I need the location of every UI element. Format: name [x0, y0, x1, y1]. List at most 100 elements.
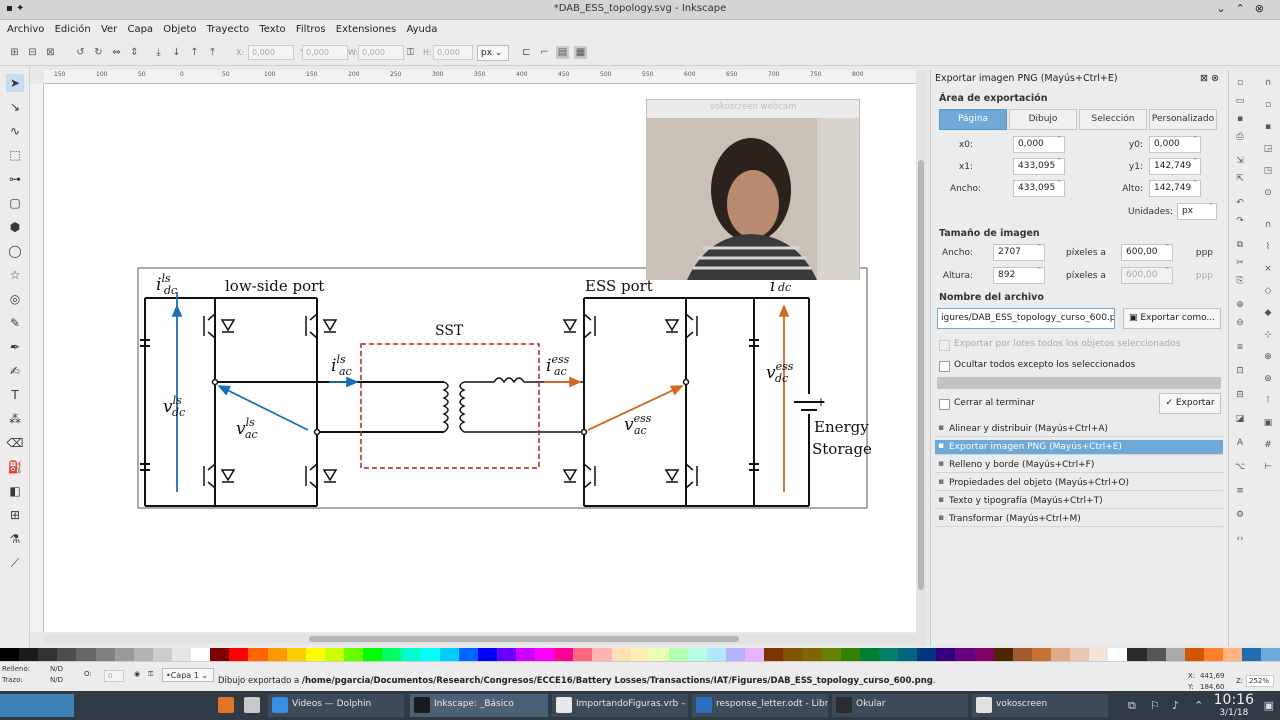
xml-editor-icon[interactable]: ⌥ — [1234, 462, 1246, 472]
menu-archivo[interactable]: Archivo — [7, 24, 45, 35]
tab-personalizado[interactable]: Personalizado — [1149, 109, 1217, 130]
snap-corners-icon[interactable]: ◲ — [1263, 144, 1273, 154]
palette-swatch[interactable] — [1070, 648, 1090, 661]
palette-swatch[interactable] — [248, 648, 268, 661]
x1-input[interactable]: 433,095 — [1013, 157, 1065, 175]
palette-swatch[interactable] — [324, 648, 344, 661]
drawing-canvas[interactable]: low-side port ESS port SST Energy Storag… — [44, 84, 916, 632]
paste-icon[interactable]: ⎘ — [1236, 276, 1244, 286]
horizontal-scroll-thumb[interactable] — [309, 636, 739, 642]
palette-swatch[interactable] — [1108, 648, 1128, 661]
palette-swatch[interactable] — [152, 648, 172, 661]
palette-swatch[interactable] — [783, 648, 803, 661]
select-all-layers-icon[interactable]: ⊟ — [28, 47, 37, 58]
palette-swatch[interactable] — [171, 648, 192, 661]
palette-swatch[interactable] — [707, 648, 727, 661]
palette-swatch[interactable] — [1051, 648, 1071, 661]
text-tool-icon[interactable]: T — [11, 388, 19, 402]
lower-bottom-icon[interactable]: ⤓ — [156, 47, 161, 58]
lower-icon[interactable]: ↓ — [172, 47, 181, 58]
menu-texto[interactable]: Texto — [259, 24, 286, 35]
scale-stroke-icon[interactable]: ⊏ — [522, 47, 531, 58]
palette-swatch[interactable] — [649, 648, 669, 661]
menu-capa[interactable]: Capa — [127, 24, 154, 35]
pen-tool-icon[interactable]: ✒ — [9, 340, 21, 354]
print-icon[interactable]: ⎙ — [1236, 132, 1244, 142]
palette-swatch[interactable] — [210, 648, 230, 661]
show-desktop-icon[interactable]: ▣ — [1263, 699, 1274, 712]
menu-objeto[interactable]: Objeto — [163, 24, 197, 35]
task-importando[interactable]: ImportandoFiguras.vrb – ... — [552, 694, 688, 717]
measure-tool-icon[interactable]: ⊶ — [9, 172, 21, 186]
palette-swatch[interactable] — [343, 648, 364, 661]
color-palette[interactable] — [0, 648, 1280, 661]
pencil-tool-icon[interactable]: ✎ — [9, 316, 21, 330]
snap-guide-icon[interactable]: ⊢ — [1264, 462, 1272, 472]
minimize-icon[interactable]: ⌄ — [1216, 2, 1236, 15]
palette-swatch[interactable] — [821, 648, 841, 661]
eraser-tool-icon[interactable]: ⌫ — [6, 436, 24, 450]
palette-swatch[interactable] — [917, 648, 937, 661]
layer-toggle-icon[interactable]: ◉ — [134, 670, 141, 678]
snap-grid-icon[interactable]: # — [1264, 440, 1272, 450]
x0-input[interactable]: 0,000 — [1013, 135, 1065, 153]
palette-swatch[interactable] — [974, 648, 994, 661]
palette-swatch[interactable] — [477, 648, 497, 661]
ungroup-icon[interactable]: ⊟ — [1236, 390, 1244, 400]
palette-swatch[interactable] — [76, 648, 96, 661]
import-icon[interactable]: ⇲ — [1236, 156, 1244, 166]
select-all-icon[interactable]: ⊞ — [10, 47, 19, 58]
panel-transform[interactable]: Transformar (Mayús+Ctrl+M) — [935, 512, 1223, 527]
ancho-input[interactable]: 433,095 — [1013, 179, 1065, 197]
export-icon[interactable]: ⇱ — [1236, 174, 1244, 184]
close-icon[interactable]: ⊗ — [1254, 2, 1274, 15]
copy-icon[interactable]: ⧉ — [1236, 240, 1244, 250]
palette-swatch[interactable] — [305, 648, 325, 661]
bucket-tool-icon[interactable]: ⛽ — [7, 460, 23, 474]
launcher-matlab-icon[interactable] — [218, 697, 234, 713]
layer-lock-icon[interactable]: ⚿ — [148, 670, 154, 678]
img-height-input[interactable]: 892 — [993, 266, 1045, 284]
palette-swatch[interactable] — [898, 648, 918, 661]
palette-swatch[interactable] — [1203, 648, 1223, 661]
move-patterns-icon[interactable]: ▦ — [574, 46, 587, 59]
panel-align[interactable]: Alinear y distribuir (Mayús+Ctrl+A) — [935, 422, 1223, 437]
img-width-input[interactable]: 2707 — [993, 243, 1045, 261]
palette-swatch[interactable] — [1223, 648, 1243, 661]
zoom-selection-icon[interactable]: ⊕ — [1236, 300, 1244, 310]
task-libreoffice[interactable]: response_letter.odt - Libr... — [692, 694, 828, 717]
palette-swatch[interactable] — [535, 648, 555, 661]
ellipse-tool-icon[interactable]: ◯ — [8, 244, 22, 258]
palette-swatch[interactable] — [1012, 648, 1032, 661]
palette-swatch[interactable] — [382, 648, 402, 661]
preferences-icon[interactable]: ⚙ — [1235, 510, 1245, 520]
scale-corners-icon[interactable]: ⌐ — [540, 47, 549, 58]
hide-all-checkbox[interactable] — [939, 361, 950, 372]
palette-swatch[interactable] — [191, 648, 211, 661]
circuit-diagram[interactable]: low-side port ESS port SST Energy Storag… — [44, 84, 916, 632]
panel-object-properties[interactable]: Propiedades del objeto (Mayús+Ctrl+O) — [935, 476, 1223, 491]
save-icon[interactable]: ▪ — [1236, 114, 1244, 124]
palette-swatch[interactable] — [687, 648, 708, 661]
palette-swatch[interactable] — [286, 648, 306, 661]
align-icon[interactable]: ≡ — [1236, 486, 1244, 496]
palette-swatch[interactable] — [496, 648, 516, 661]
palette-swatch[interactable] — [1261, 648, 1280, 661]
vertical-scroll-thumb[interactable] — [918, 160, 924, 590]
menu-ayuda[interactable]: Ayuda — [406, 24, 438, 35]
move-gradients-icon[interactable]: ▤ — [556, 46, 569, 59]
deselect-icon[interactable]: ⊠ — [46, 47, 55, 58]
node-tool-icon[interactable]: ↘ — [9, 100, 21, 114]
alto-input[interactable]: 142,749 — [1149, 179, 1201, 197]
3dbox-tool-icon[interactable]: ⬢ — [9, 220, 21, 234]
y0-input[interactable]: 0,000 — [1149, 135, 1201, 153]
menu-edicion[interactable]: Edición — [54, 24, 91, 35]
palette-swatch[interactable] — [420, 648, 440, 661]
palette-swatch[interactable] — [936, 648, 956, 661]
palette-swatch[interactable] — [592, 648, 612, 661]
snap-object-centers-icon[interactable]: ⊕ — [1264, 352, 1272, 362]
palette-swatch[interactable] — [133, 648, 153, 661]
connector-tool-icon[interactable]: ⟋ — [10, 556, 20, 570]
duplicate-icon[interactable]: ⧈ — [1237, 342, 1243, 352]
palette-swatch[interactable] — [668, 648, 688, 661]
